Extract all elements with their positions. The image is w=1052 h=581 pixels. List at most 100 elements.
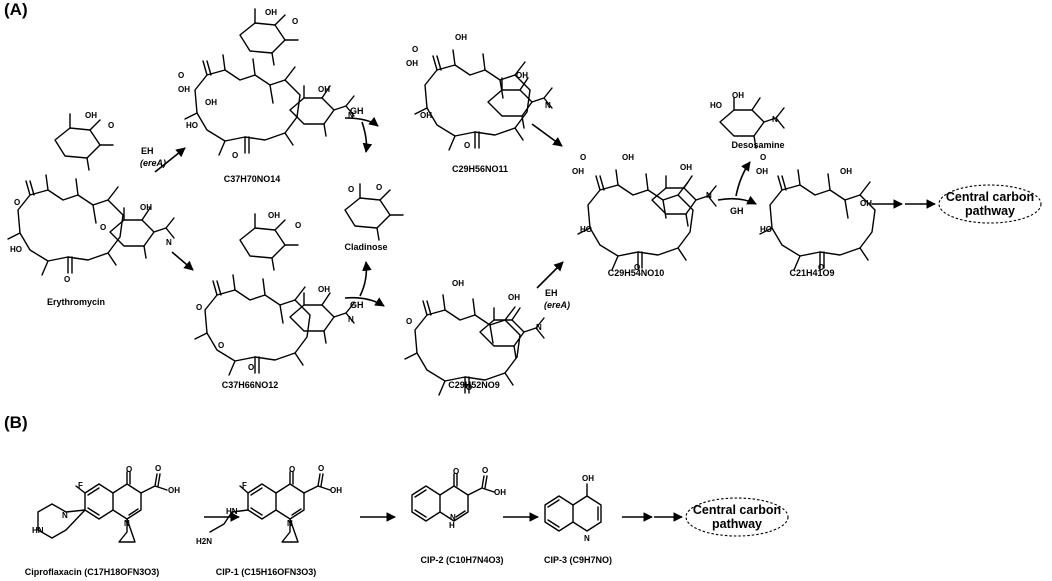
svg-text:Central carbon: Central carbon xyxy=(693,503,781,517)
svg-text:O: O xyxy=(318,464,324,473)
svg-text:N: N xyxy=(536,323,542,332)
structure-c37h70no14: OH O O OH HO OH OH N O xyxy=(178,8,355,160)
central-carbon-pathway-a: Central carbon pathway xyxy=(938,184,1042,224)
svg-text:OH: OH xyxy=(860,199,872,208)
enzyme-erea-1: (ereA) xyxy=(140,158,166,168)
svg-text:N: N xyxy=(62,511,68,520)
label-cip3: CIP-3 (C9H7NO) xyxy=(544,555,612,565)
svg-text:OH: OH xyxy=(330,486,342,495)
svg-text:O: O xyxy=(14,198,20,207)
structure-c29h52no9: OH O OH N O xyxy=(404,279,545,396)
svg-text:OH: OH xyxy=(756,167,768,176)
svg-text:OH: OH xyxy=(318,285,330,294)
svg-text:OH: OH xyxy=(622,153,634,162)
label-c37h70no14: C37H70NO14 xyxy=(224,174,281,184)
svg-text:O: O xyxy=(248,363,254,372)
label-c37h66no12: C37H66NO12 xyxy=(222,380,279,390)
svg-text:N: N xyxy=(450,513,456,522)
svg-text:O: O xyxy=(406,317,412,326)
svg-text:OH: OH xyxy=(455,33,467,42)
svg-text:O: O xyxy=(289,465,295,474)
svg-text:OH: OH xyxy=(268,211,280,220)
svg-text:O: O xyxy=(295,221,301,230)
arrow-c29h56-to-c29h54 xyxy=(531,123,563,147)
svg-text:O: O xyxy=(453,467,459,476)
label-c29h54no10: C29H54NO10 xyxy=(608,268,665,278)
svg-text:O: O xyxy=(348,185,354,194)
structure-c21h41o9: O OH OH OH HO O xyxy=(756,153,876,272)
label-cladinose: Cladinose xyxy=(344,242,387,252)
svg-text:O: O xyxy=(100,223,106,232)
svg-text:F: F xyxy=(78,481,83,490)
label-erythromycin: Erythromycin xyxy=(47,297,105,307)
erythromycin-structure: OH O O HO O OH N O xyxy=(7,111,175,284)
svg-text:OH: OH xyxy=(420,111,432,120)
arrow-erythromycin-to-c37h70 xyxy=(154,147,186,173)
svg-text:OH: OH xyxy=(406,59,418,68)
svg-text:N: N xyxy=(124,519,130,528)
svg-text:O: O xyxy=(64,275,70,284)
svg-text:N: N xyxy=(545,101,551,110)
label-c29h56no11: C29H56NO11 xyxy=(452,164,508,174)
svg-text:OH: OH xyxy=(494,488,506,497)
svg-text:OH: OH xyxy=(85,111,97,120)
svg-text:N: N xyxy=(166,238,172,247)
svg-text:OH: OH xyxy=(452,279,464,288)
label-cip2: CIP-2 (C10H7N4O3) xyxy=(420,555,503,565)
enzyme-eh-2: EH xyxy=(545,288,558,298)
svg-text:O: O xyxy=(818,263,824,272)
svg-text:O: O xyxy=(108,121,114,130)
arrow-erythromycin-to-c37h66 xyxy=(171,251,194,271)
structure-c29h56no11: O OH OH OH OH N O xyxy=(406,33,553,151)
label-c29h52no9: C29H52NO9 xyxy=(448,380,500,390)
svg-text:Central carbon: Central carbon xyxy=(946,190,1034,204)
enzyme-gh-1: GH xyxy=(350,106,364,116)
svg-text:N: N xyxy=(348,315,354,324)
svg-text:OH: OH xyxy=(508,293,520,302)
svg-text:HN: HN xyxy=(32,526,44,535)
svg-text:OH: OH xyxy=(178,85,190,94)
svg-text:OH: OH xyxy=(840,167,852,176)
svg-text:O: O xyxy=(376,183,382,192)
svg-text:HO: HO xyxy=(10,245,22,254)
svg-text:HO: HO xyxy=(710,101,722,110)
svg-text:OH: OH xyxy=(680,163,692,172)
svg-text:OH: OH xyxy=(205,98,217,107)
label-c21h41o9: C21H41O9 xyxy=(789,268,834,278)
svg-text:pathway: pathway xyxy=(712,517,762,531)
cladinose-structure: O O xyxy=(344,183,404,241)
svg-text:O: O xyxy=(482,466,488,475)
svg-text:N: N xyxy=(772,115,778,124)
arrow-c29h52-to-c29h54 xyxy=(536,261,564,289)
panel-label-b: (B) xyxy=(4,413,28,432)
ciprofloxacin-structure: F N HN N O O OH xyxy=(32,464,180,543)
svg-text:F: F xyxy=(242,481,247,490)
svg-text:O: O xyxy=(196,303,202,312)
label-desosamine: Desosamine xyxy=(731,140,784,150)
structure-c37h66no12: OH O O O OH N O xyxy=(194,211,355,376)
svg-text:N: N xyxy=(287,519,293,528)
svg-text:N: N xyxy=(706,191,712,200)
svg-text:O: O xyxy=(634,263,640,272)
svg-text:O: O xyxy=(464,141,470,150)
svg-text:HO: HO xyxy=(186,121,198,130)
svg-text:O: O xyxy=(218,341,224,350)
svg-text:H2N: H2N xyxy=(196,537,212,546)
svg-text:OH: OH xyxy=(265,8,277,17)
cip2-structure: H N O O OH xyxy=(411,466,506,530)
svg-text:O: O xyxy=(126,465,132,474)
structure-c29h54no10: O OH OH HO OH N O xyxy=(572,153,717,272)
arrow-c29h54-to-c21h41 xyxy=(717,161,757,205)
svg-text:OH: OH xyxy=(572,167,584,176)
cip1-structure: F HN H2N N O O OH xyxy=(196,464,342,546)
panel-label-a: (A) xyxy=(4,0,28,19)
svg-text:O: O xyxy=(155,464,161,473)
central-carbon-pathway-b: Central carbon pathway xyxy=(685,497,789,537)
svg-text:OH: OH xyxy=(732,91,744,100)
label-ciprofloxacin: Ciproflaxacin (C17H18OFN3O3) xyxy=(25,567,160,577)
svg-text:O: O xyxy=(760,153,766,162)
svg-text:O: O xyxy=(466,383,472,392)
enzyme-gh-3: GH xyxy=(730,206,744,216)
cip3-structure: OH N xyxy=(544,474,602,543)
